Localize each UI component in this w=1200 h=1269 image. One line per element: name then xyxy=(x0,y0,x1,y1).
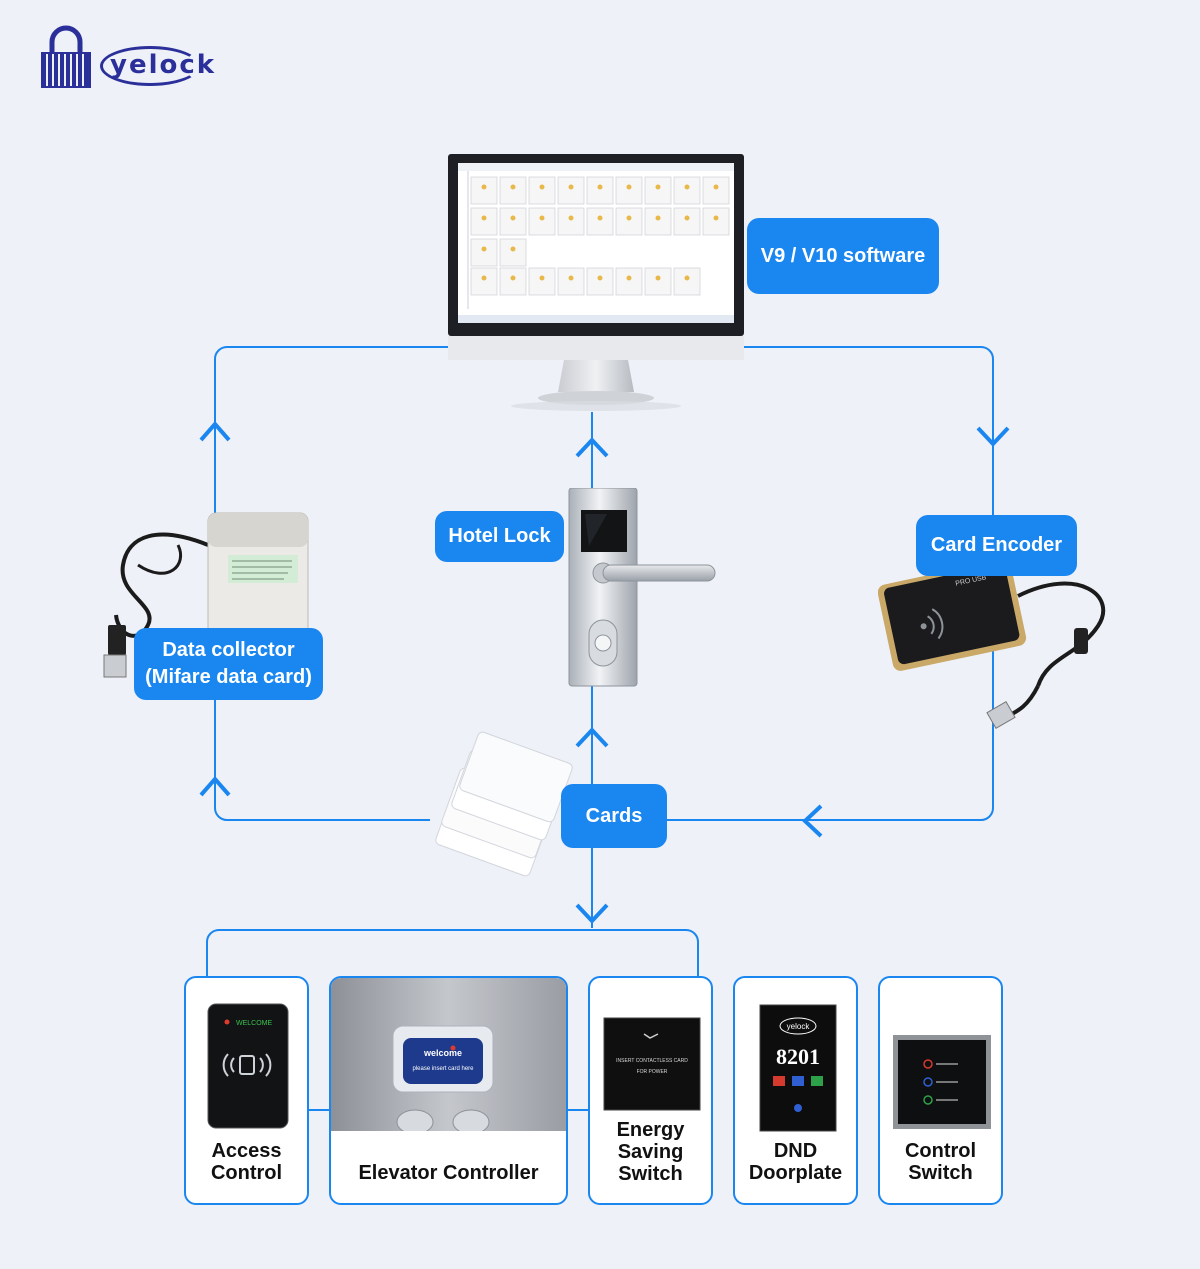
arrow-down-icon xyxy=(976,426,1010,447)
cards-stack-icon xyxy=(435,731,573,877)
device-tile-dnd-doorplate: yelock 8201 DND Doorplate xyxy=(733,976,858,1205)
brand-swoosh xyxy=(100,46,200,86)
device-tile-control-switch: Control Switch xyxy=(878,976,1003,1205)
energy-switch-text: INSERT CONTACTLESS CARD xyxy=(616,1058,688,1064)
device-label-line1: Energy xyxy=(616,1119,685,1141)
data-collector-line2: (Mifare data card) xyxy=(145,666,312,688)
device-label-line2: Control xyxy=(210,1162,283,1184)
device-label-line1: Elevator Controller xyxy=(358,1162,539,1184)
control-switch-icon xyxy=(893,1035,991,1129)
arrow-down-icon xyxy=(575,903,609,924)
arrow-up-icon xyxy=(575,437,609,458)
energy-switch-sub: FOR POWER xyxy=(637,1069,668,1075)
cards-label: Cards xyxy=(561,784,667,848)
monitor-icon xyxy=(448,154,744,411)
arrow-up-icon xyxy=(199,420,231,442)
software-label: V9 / V10 software xyxy=(747,218,939,294)
data-collector-line1: Data collector xyxy=(162,639,295,661)
arrow-left-icon xyxy=(802,804,823,838)
device-tile-access-control: WELCOME Access Control xyxy=(184,976,309,1205)
elevator-hint-text: please insert card here xyxy=(412,1066,474,1072)
access-welcome-text: WELCOME xyxy=(236,1020,273,1027)
arrow-up-icon xyxy=(575,727,609,748)
hotel-lock-label: Hotel Lock xyxy=(435,511,564,562)
device-label-line2: Doorplate xyxy=(748,1162,843,1184)
doorplate-icon: yelock 8201 xyxy=(759,1004,837,1132)
brand-name: yelock xyxy=(110,50,217,80)
device-label-line2: Saving xyxy=(617,1141,684,1163)
device-label-line2: Switch xyxy=(908,1162,973,1184)
door-lock-icon xyxy=(568,488,716,687)
device-tile-elevator-controller: welcome please insert card here Elevator… xyxy=(329,976,568,1205)
card-encoder-label: Card Encoder xyxy=(916,515,1077,576)
padlock-icon xyxy=(41,25,91,88)
doorplate-brand-text: yelock xyxy=(787,1022,811,1031)
arrow-up-icon xyxy=(199,775,231,797)
device-label-line3: Switch xyxy=(618,1163,683,1185)
device-label-line1: Access xyxy=(211,1140,282,1162)
device-tile-energy-saving-switch: INSERT CONTACTLESS CARD FOR POWER Energy… xyxy=(588,976,713,1205)
data-collector-label: Data collector (Mifare data card) xyxy=(134,628,323,700)
usb-reader-icon xyxy=(103,512,309,678)
doorplate-number: 8201 xyxy=(776,1044,820,1069)
elevator-panel-icon: welcome please insert card here xyxy=(331,978,566,1131)
device-label-line1: DND xyxy=(773,1140,818,1162)
energy-switch-icon: INSERT CONTACTLESS CARD FOR POWER xyxy=(603,1017,701,1111)
access-reader-icon: WELCOME xyxy=(207,1003,289,1129)
card-encoder-icon: PRO USB xyxy=(878,559,1106,729)
device-label-line1: Control xyxy=(904,1140,977,1162)
elevator-welcome-text: welcome xyxy=(423,1048,462,1058)
